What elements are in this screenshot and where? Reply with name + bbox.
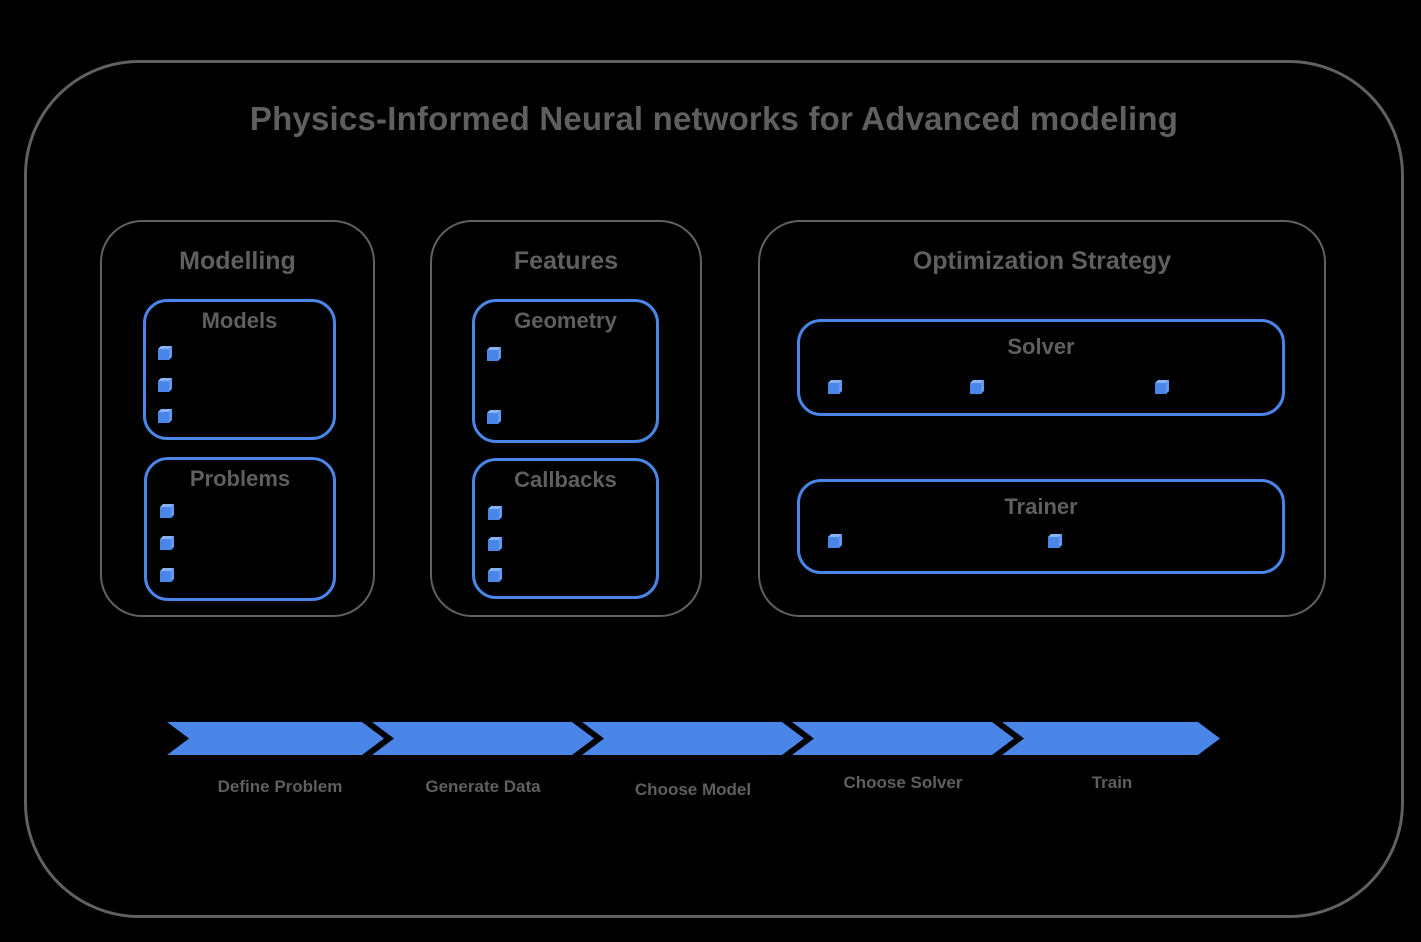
cube-icon <box>970 380 985 394</box>
cube-icon <box>158 378 173 392</box>
section-optimization-strategy-title: Optimization Strategy <box>912 247 1172 275</box>
cube-icon <box>487 347 502 361</box>
section-modelling: Modelling Models Problems <box>100 220 375 617</box>
pipeline-arrow-segment <box>1002 722 1220 755</box>
box-callbacks: Callbacks <box>472 458 659 599</box>
diagram-outer-frame <box>24 60 1404 918</box>
box-trainer: Trainer <box>797 479 1285 574</box>
pipeline-arrow-segment <box>582 722 804 755</box>
box-geometry-title: Geometry <box>514 308 617 333</box>
section-optimization-strategy: Optimization Strategy Solver Trainer <box>758 220 1326 617</box>
box-geometry: Geometry <box>472 299 659 443</box>
section-features-title: Features <box>513 247 619 275</box>
cube-icon <box>158 346 173 360</box>
cube-icon <box>488 506 503 520</box>
cube-icon <box>158 409 173 423</box>
cube-icon <box>487 410 502 424</box>
box-trainer-title: Trainer <box>1004 494 1078 519</box>
pipeline-step-choose-model: Choose Model <box>634 780 752 799</box>
cube-icon <box>160 568 175 582</box>
box-models-title: Models <box>201 308 278 333</box>
cube-icon <box>1048 534 1063 548</box>
box-solver-title: Solver <box>1007 334 1075 359</box>
pipeline-arrow-segment <box>372 722 594 755</box>
pipeline-step-generate-data: Generate Data <box>425 777 541 796</box>
cube-icon <box>160 536 175 550</box>
cube-icon <box>160 504 175 518</box>
box-callbacks-title: Callbacks <box>514 467 617 492</box>
pipeline-step-choose-solver: Choose Solver <box>843 773 963 792</box>
pipeline-arrow <box>167 722 1220 755</box>
box-problems: Problems <box>144 457 336 601</box>
section-features: Features Geometry Callbacks <box>430 220 702 617</box>
cube-icon <box>828 380 843 394</box>
pipeline-arrow-segment <box>792 722 1014 755</box>
cube-icon <box>488 537 503 551</box>
box-solver: Solver <box>797 319 1285 416</box>
diagram-title: Physics-Informed Neural networks for Adv… <box>249 100 1179 137</box>
box-problems-title: Problems <box>189 466 291 491</box>
box-models: Models <box>143 299 336 440</box>
cube-icon <box>1155 380 1170 394</box>
section-modelling-title: Modelling <box>179 247 296 275</box>
pipeline-step-define-problem: Define Problem <box>217 777 343 796</box>
cube-icon <box>828 534 843 548</box>
pipeline-step-train: Train <box>1091 773 1133 792</box>
cube-icon <box>488 568 503 582</box>
pipeline-arrow-segment <box>167 722 384 755</box>
